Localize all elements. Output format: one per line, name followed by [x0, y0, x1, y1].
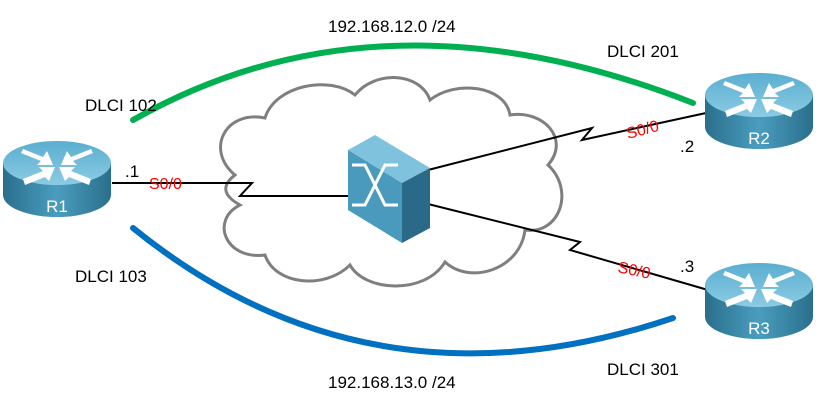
dlci-label: DLCI 201	[607, 42, 679, 61]
router-icon[interactable]: R2	[705, 73, 813, 149]
router-name: R3	[748, 319, 770, 338]
subnet-top: 192.168.12.0 /24	[328, 17, 456, 36]
interface-label: S0/0	[149, 176, 182, 193]
link-r1-switch	[112, 182, 350, 197]
dlci-label: DLCI 301	[607, 360, 679, 379]
router-icon[interactable]: R3	[705, 263, 813, 339]
pvc-r1-r3	[130, 225, 676, 357]
router-icon[interactable]: R1	[3, 141, 111, 217]
subnet-bottom: 192.168.13.0 /24	[328, 373, 456, 392]
ip-label: .1	[125, 162, 139, 181]
router-name: R2	[748, 129, 770, 148]
router-name: R1	[46, 197, 68, 216]
interface-label: S0/0	[616, 259, 652, 282]
ip-label: .3	[680, 257, 694, 276]
pvc-r1-r2	[130, 42, 696, 123]
interface-label: S0/0	[625, 118, 661, 143]
ip-label: .2	[680, 137, 694, 156]
frame-relay-switch-icon	[348, 135, 430, 243]
link-r3-switch	[427, 203, 709, 291]
dlci-label: DLCI 102	[85, 96, 157, 115]
link-r2-switch	[427, 112, 707, 171]
dlci-label: DLCI 103	[75, 267, 147, 286]
